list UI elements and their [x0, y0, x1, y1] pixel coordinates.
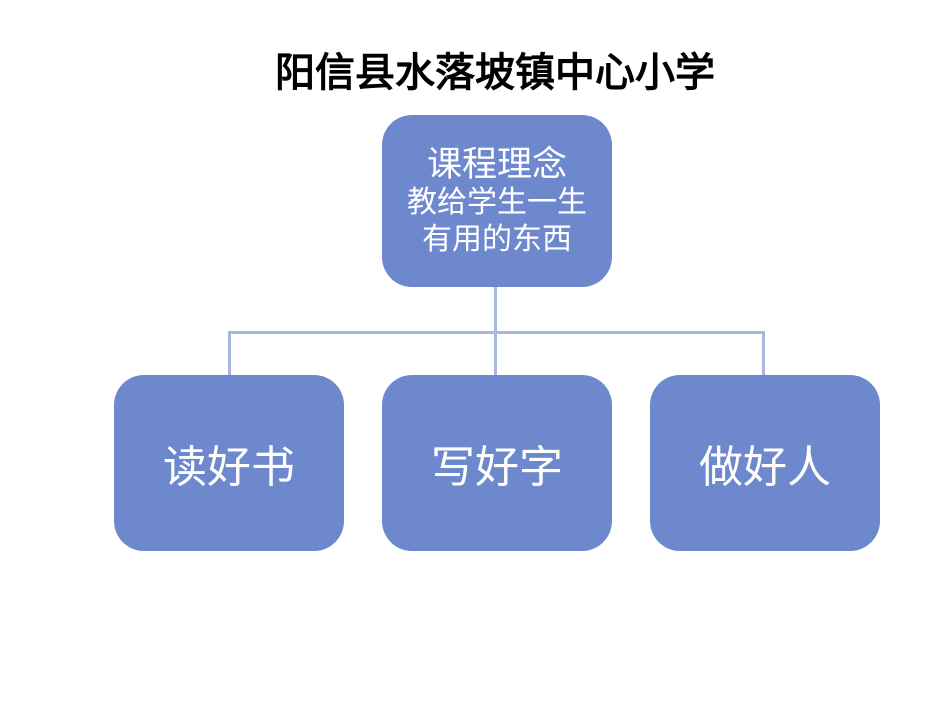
slide-title: 阳信县水落坡镇中心小学	[275, 50, 715, 95]
diagram-child-node-read-books: 读好书	[114, 375, 344, 551]
connector-middle-down	[494, 331, 497, 376]
root-node-heading: 课程理念	[426, 144, 567, 184]
diagram-root-node: 课程理念 教给学生一生 有用的东西	[382, 115, 612, 287]
connector-left-down	[228, 331, 231, 376]
child-node-label: 读好书	[163, 443, 295, 492]
child-node-label: 做好人	[699, 443, 831, 492]
root-node-line-2: 教给学生一生	[407, 185, 587, 219]
diagram-child-node-be-good-person: 做好人	[650, 375, 880, 551]
child-node-label: 写好字	[431, 443, 563, 492]
root-node-line-3: 有用的东西	[422, 222, 572, 256]
connector-root-down	[494, 287, 497, 333]
connector-right-down	[762, 331, 765, 376]
diagram-child-node-write-characters: 写好字	[382, 375, 612, 551]
